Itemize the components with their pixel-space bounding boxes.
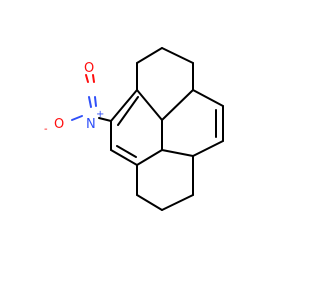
bond (98, 117, 112, 122)
bond (85, 74, 89, 83)
bond (88, 96, 92, 108)
bond (192, 140, 224, 157)
bond (110, 149, 138, 166)
bond (161, 89, 194, 121)
oxygen-double-label: O (84, 61, 94, 76)
oxygen-single-label: O (54, 117, 64, 132)
bond (136, 47, 163, 64)
bond (92, 74, 95, 83)
bond (136, 194, 163, 211)
bond (192, 89, 224, 107)
bond (161, 194, 194, 211)
bond (110, 89, 138, 122)
oxygen-charge-label: - (44, 124, 48, 135)
bond (136, 149, 163, 166)
bond (136, 89, 163, 121)
bond (116, 145, 137, 158)
bond (71, 115, 83, 121)
nitrogen-atom-label: N (86, 117, 96, 132)
bond (161, 47, 194, 64)
nitrogen-charge-label: + (96, 109, 104, 120)
bond (94, 96, 97, 107)
molecule-diagram: N + O O - (44, 47, 224, 211)
bond (117, 96, 139, 126)
structure-canvas: N + O O - (44, 47, 224, 211)
bond (161, 149, 194, 157)
